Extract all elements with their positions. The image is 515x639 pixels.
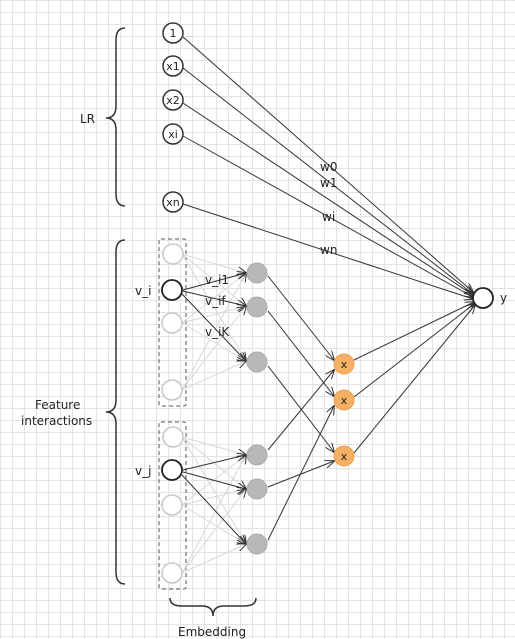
- svg-text:x1: x1: [166, 60, 180, 73]
- weight-label-wn: wn: [320, 243, 337, 257]
- lr-input-node-x1: x1: [162, 55, 184, 77]
- product-node: x: [333, 445, 355, 467]
- field-i-active-node: [161, 279, 183, 301]
- feature-label-vj: v_j: [135, 464, 151, 478]
- embedding-label-vik: v_iK: [205, 325, 230, 339]
- feature-label-line1: Feature: [35, 398, 80, 412]
- svg-text:x: x: [341, 394, 348, 407]
- weight-label-w1: w1: [320, 176, 337, 190]
- field-j-active-node: [161, 459, 183, 481]
- lr-output-connections: [182, 36, 473, 299]
- lr-brace: [105, 27, 126, 207]
- embedding-node: [246, 444, 268, 466]
- embedding-label-vif: v_if: [205, 294, 226, 308]
- field-j-node: [161, 562, 183, 584]
- product-node: x: [333, 353, 355, 375]
- svg-text:xi: xi: [168, 128, 178, 141]
- embedding-node: [246, 262, 268, 284]
- svg-text:xn: xn: [166, 196, 180, 209]
- product-output-connections: [353, 302, 475, 454]
- lr-input-node-xn: xn: [162, 191, 184, 213]
- output-label: y: [500, 291, 507, 305]
- feature-label-vi: v_i: [135, 284, 151, 298]
- weight-label-w0: w0: [320, 160, 337, 174]
- embedding-node: [246, 351, 268, 373]
- embedding-node: [246, 533, 268, 555]
- svg-text:1: 1: [170, 27, 177, 40]
- field-j-node: [161, 494, 183, 516]
- field-box-j: [158, 421, 187, 590]
- output-node: [472, 287, 494, 309]
- svg-text:x2: x2: [166, 94, 180, 107]
- product-node: x: [333, 389, 355, 411]
- embedding-label-vi1: v_i1: [205, 273, 229, 287]
- field-j-node: [162, 426, 184, 448]
- feature-label-line2: interactions: [21, 414, 92, 428]
- svg-text:x: x: [341, 358, 348, 371]
- lr-input-node-1: 1: [162, 22, 184, 44]
- lr-input-node-xi: xi: [162, 123, 184, 145]
- field-box-i: [158, 238, 187, 407]
- lr-input-node-x2: x2: [162, 89, 184, 111]
- field-i-node: [161, 312, 183, 334]
- embedding-node: [246, 478, 268, 500]
- embedding-product-connections: [267, 275, 334, 541]
- field-i-node: [162, 243, 184, 265]
- lr-label: LR: [80, 112, 95, 126]
- embedding-brace: [169, 597, 257, 617]
- feature-brace: [105, 239, 126, 585]
- embedding-label: Embedding: [178, 625, 246, 639]
- active-connections: [181, 273, 246, 544]
- embedding-node: [246, 296, 268, 318]
- field-i-node: [161, 379, 183, 401]
- weight-label-wi: wi: [322, 210, 335, 224]
- svg-text:x: x: [341, 450, 348, 463]
